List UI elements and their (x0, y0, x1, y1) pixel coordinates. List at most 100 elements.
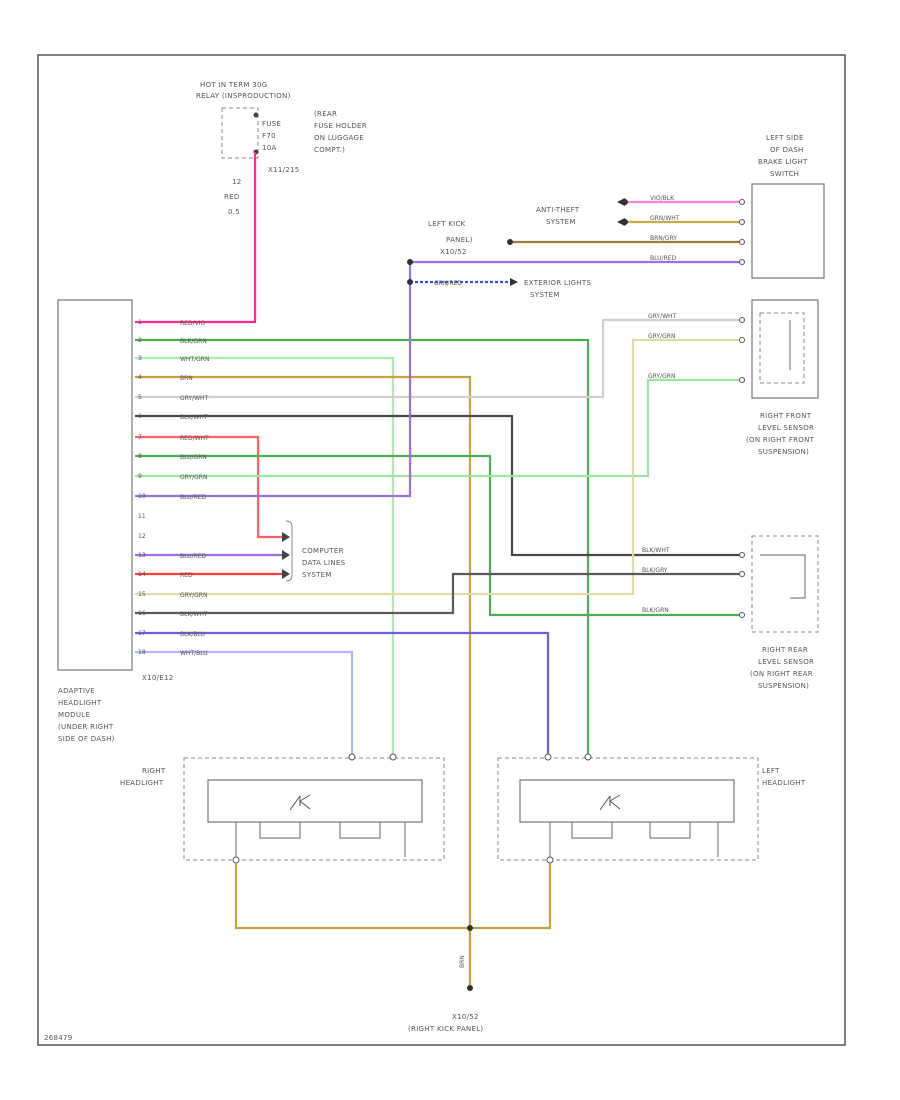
module-wire-labels: RED/VIO BLK/GRN WHT/GRN BRN GRY/WHT BLK/… (180, 320, 209, 657)
fuse-connector: X11/215 (268, 166, 300, 174)
wire-label-16: BLK/WHT (180, 611, 208, 618)
fuse-number: F70 (262, 132, 276, 140)
module-pin-16: 16 (138, 610, 146, 617)
rr-sensor-label-2: LEVEL SENSOR (758, 658, 814, 666)
computer-label-1: COMPUTER (302, 547, 344, 555)
rr-sensor-label-3: (ON RIGHT REAR (750, 670, 813, 678)
wire-label-rf1: GRY/WHT (648, 313, 677, 320)
wire-gauge: 0.5 (228, 208, 240, 216)
wire-label-6: BLK/WHT (180, 414, 208, 421)
module-pin-6: 6 (138, 413, 142, 420)
wire-label-rf3: GRY/GRN (648, 373, 675, 380)
module-pin-15: 15 (138, 591, 146, 598)
rear-fuse-label-2: FUSE HOLDER (314, 122, 367, 130)
brake-switch-wires: VIO/BLK GRN/WHT BRN/GRY BLU/RED ANTI-THE… (407, 195, 740, 265)
brake-label-3: BRAKE LIGHT (758, 158, 808, 166)
wire-label-ext: GRN/RED (434, 280, 462, 287)
module-label-3: MODULE (58, 711, 90, 719)
anti-theft-label-2: SYSTEM (546, 218, 576, 226)
left-headlight: LEFT HEADLIGHT (497, 753, 806, 864)
module-pin-17: 17 (138, 630, 146, 637)
wire-label-7: RED/WHT (180, 435, 209, 442)
wire-label-14: RED (180, 572, 193, 579)
wire-label-bs4: BLU/RED (650, 255, 677, 262)
left-kick-label-2: PANEL) (446, 236, 473, 244)
wire-label-2: BLK/GRN (180, 338, 207, 345)
rf-sensor-label-2: LEVEL SENSOR (758, 424, 814, 432)
wire-label-5: GRY/WHT (180, 395, 209, 402)
left-kick-label-3: X10/52 (440, 248, 467, 256)
wire-size: 12 (232, 178, 242, 186)
rf-sensor-label-3: (ON RIGHT FRONT (746, 436, 815, 444)
wire-label-gnd: BRN (459, 955, 466, 968)
rr-sensor-label-4: SUSPENSION) (758, 682, 809, 690)
computer-label-3: SYSTEM (302, 571, 332, 579)
left-headlight-label-2: HEADLIGHT (762, 779, 806, 787)
module-pin-9: 9 (138, 473, 142, 480)
wire-label-3: WHT/GRN (180, 356, 209, 363)
module-pin-8: 8 (138, 453, 142, 460)
module-pin-4: 4 (138, 374, 142, 381)
ground-label-2: (RIGHT KICK PANEL) (408, 1025, 483, 1033)
brake-label-1: LEFT SIDE (766, 134, 804, 142)
module-pin-12: 12 (138, 533, 146, 540)
left-kick-label-1: LEFT KICK (428, 220, 466, 228)
figure-id: 268479 (44, 1034, 73, 1042)
right-headlight: RIGHT HEADLIGHT (120, 753, 445, 864)
module-pin-3: 3 (138, 355, 142, 362)
wire-label-10: BLU/RED (180, 494, 207, 501)
ground-wiring: BRN X10/52 (RIGHT KICK PANEL) (234, 863, 552, 1033)
module-pin-14: 14 (138, 571, 146, 578)
wire-label-rr2: BLK/GRY (642, 567, 668, 574)
fuse-f70: HOT IN TERM 30G RELAY (INSPRODUCTION) FU… (196, 81, 367, 216)
wire-label-1: RED/VIO (180, 320, 205, 327)
rf-sensor-label-4: SUSPENSION) (758, 448, 809, 456)
module-pin-5: 5 (138, 394, 142, 401)
rear-fuse-label-1: (REAR (314, 110, 337, 118)
right-front-level-sensor: GRY/WHT GRY/GRN GRY/GRN RIGHT FRONT LEVE… (648, 299, 819, 456)
module-pin-7: 7 (138, 434, 142, 441)
module-wires (135, 152, 740, 960)
module-label-5: SIDE OF DASH) (58, 735, 115, 743)
wire-label-rf2: GRY/GRN (648, 333, 675, 340)
wire-label-4: BRN (180, 375, 193, 382)
wire-label-18: WHT/BLU (180, 650, 208, 657)
computer-data-arrows: COMPUTER DATA LINES SYSTEM (282, 520, 345, 582)
rr-sensor-label-1: RIGHT REAR (762, 646, 808, 654)
right-headlight-label-2: HEADLIGHT (120, 779, 164, 787)
module-pin-18: 18 (138, 649, 146, 656)
brake-label-4: SWITCH (770, 170, 799, 178)
right-rear-level-sensor: BLK/WHT BLK/GRY BLK/GRN RIGHT REAR LEVEL… (642, 535, 819, 690)
wire-label-bs2: GRN/WHT (650, 215, 680, 222)
module-label-4: (UNDER RIGHT (58, 723, 114, 731)
module-pin-2: 2 (138, 337, 142, 344)
wire-label-15: GRY/GRN (180, 592, 207, 599)
wire-label-8: BLU/GRN (180, 454, 207, 461)
anti-theft-label-1: ANTI-THEFT (536, 206, 580, 214)
wire-label-9: GRY/GRN (180, 474, 207, 481)
wire-label-17: BLK/BLU (180, 631, 205, 638)
exterior-lights-wire: GRN/RED EXTERIOR LIGHTS SYSTEM (407, 278, 591, 299)
module-pin-11: 11 (138, 513, 146, 520)
wire-label-rr3: BLK/GRN (642, 607, 669, 614)
hot-in-term-label: HOT IN TERM 30G (200, 81, 267, 89)
wire-label-bs3: BRN/GRY (650, 235, 677, 242)
left-headlight-label-1: LEFT (762, 767, 780, 775)
module-pin-13: 13 (138, 552, 146, 559)
wire-label-bs1: VIO/BLK (650, 195, 675, 202)
ground-label-1: X10/52 (452, 1013, 479, 1021)
wire-label-rr1: BLK/WHT (642, 547, 670, 554)
module-label-1: ADAPTIVE (58, 687, 95, 695)
rear-fuse-label-3: ON LUGGAGE (314, 134, 364, 142)
module-pin-1: 1 (138, 319, 142, 326)
module-pin-10: 10 (138, 493, 146, 500)
rear-fuse-label-4: COMPT.) (314, 146, 345, 154)
brake-label-2: OF DASH (770, 146, 804, 154)
exterior-label-2: SYSTEM (530, 291, 560, 299)
module-connector: X10/E12 (142, 674, 174, 682)
rf-sensor-label-1: RIGHT FRONT (760, 412, 812, 420)
wire-label-13: BLU/RED (180, 553, 207, 560)
diagram-frame (37, 54, 846, 1046)
exterior-label-1: EXTERIOR LIGHTS (524, 279, 591, 287)
